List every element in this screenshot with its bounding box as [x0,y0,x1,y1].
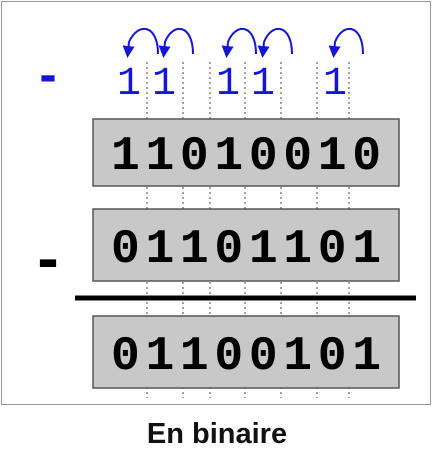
result-box [92,315,400,389]
borrow-arrows [122,27,364,58]
minuend-box [92,118,400,187]
borrow-arrow [257,27,293,58]
borrow-arrow [122,27,159,58]
borrow-arrow [158,27,194,58]
diagram-panel: - - 1 1 1 1 1 11010010 01101101 01100101 [1,1,431,405]
diagram-caption: En binaire [146,418,288,450]
borrow-digit: 1 [216,62,240,107]
borrow-arrow [328,27,364,58]
borrow-digit: 1 [251,62,275,107]
borrow-arrow [221,27,257,58]
subtrahend-box [92,208,400,282]
borrow-digit: 1 [117,62,141,107]
borrow-digit: 1 [152,62,176,107]
top-minus-sign: - [39,46,56,104]
subtraction-sign: - [37,222,58,294]
binary-subtraction-diagram: - - 1 1 1 1 1 11010010 01101101 01100101 [37,27,416,398]
borrow-digits: 1 1 1 1 1 [117,62,347,107]
borrow-digit: 1 [323,62,347,107]
